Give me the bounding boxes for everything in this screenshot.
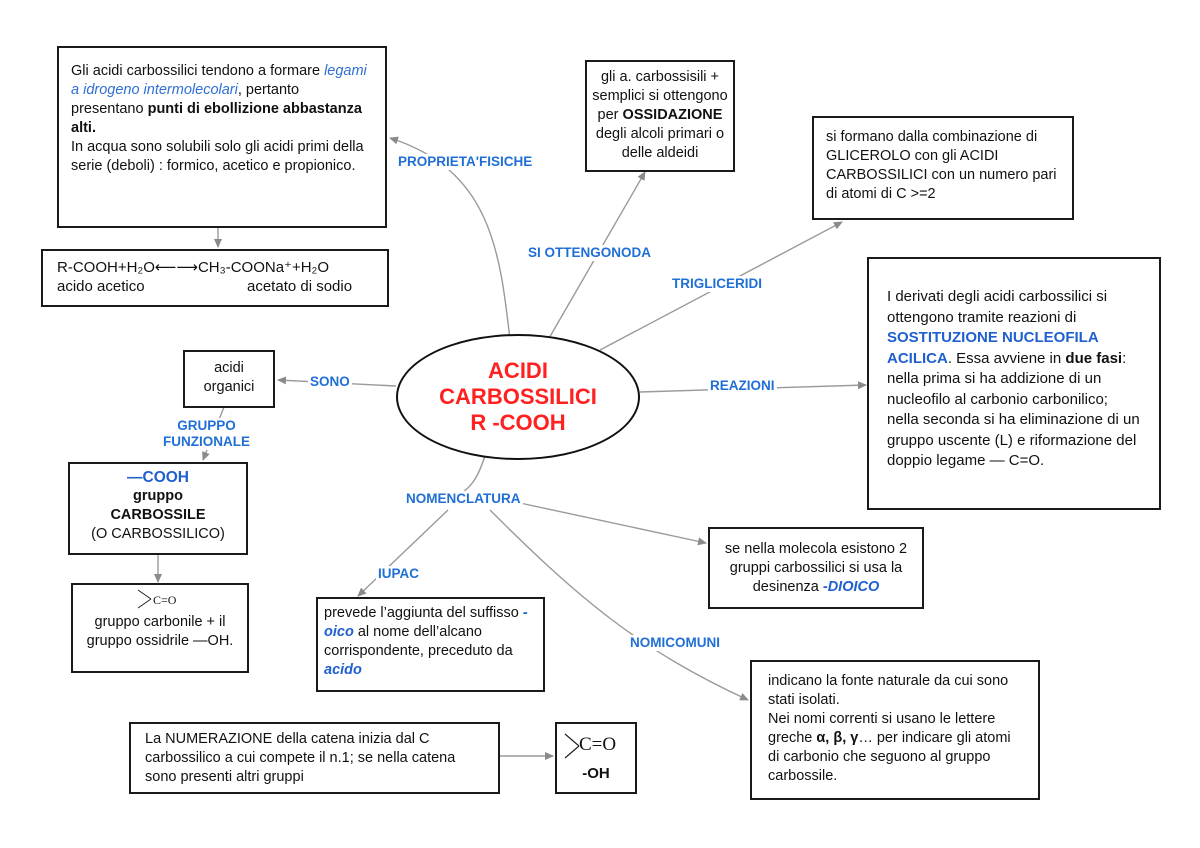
hydroxyl-label: -OH bbox=[582, 765, 610, 782]
label-reazioni: REAZIONI bbox=[708, 378, 777, 394]
acidi-organici-box: acidi organici bbox=[183, 350, 275, 408]
label-gruppo-funzionale: GRUPPO FUNZIONALE bbox=[161, 418, 252, 450]
reaction-equation: R-COOH+H₂O⟵⟶CH₃-COONa⁺+H₂O bbox=[57, 258, 373, 277]
hub-line-2: CARBOSSILICI bbox=[439, 384, 597, 409]
acidi-organici-text: acidi organici bbox=[203, 360, 255, 395]
hub-line-3: R -COOH bbox=[470, 410, 566, 435]
link-comuni bbox=[489, 509, 749, 701]
label-nomi-comuni: NOMICOMUNI bbox=[628, 635, 722, 651]
label-proprieta: PROPRIETA'FISICHE bbox=[396, 154, 535, 170]
carbossile-text-name: CARBOSSILE bbox=[110, 507, 206, 523]
carbonyl-symbol: C=O bbox=[579, 734, 617, 755]
physical-text-boiling: punti di ebollizione abbastanza alti. bbox=[71, 101, 362, 136]
physical-text-comma: , bbox=[237, 82, 242, 98]
carbossile-box: —COOH gruppo CARBOSSILE (O CARBOSSILICO) bbox=[68, 462, 248, 555]
carbossile-text-gruppo: gruppo bbox=[133, 488, 183, 504]
carbonyl-small-symbol: C=O bbox=[153, 593, 177, 607]
reazioni-text-due-fasi: due fasi bbox=[1065, 349, 1123, 367]
reaction-names: acido acetico acetato di sodio bbox=[57, 277, 373, 296]
dioico-box: se nella molecola esistono 2 gruppi carb… bbox=[708, 527, 924, 609]
link-dioico bbox=[519, 502, 707, 546]
numerazione-box: La NUMERAZIONE della catena inizia dal C… bbox=[129, 722, 500, 794]
physical-text-1: Gli acidi carbossilici tendono a formare bbox=[71, 63, 321, 79]
nomi-comuni-box: indicano la fonte naturale da cui sono s… bbox=[750, 660, 1040, 800]
label-nomenclatura: NOMENCLATURA bbox=[404, 491, 523, 507]
label-funzionale: FUNZIONALE bbox=[163, 434, 250, 449]
nomi-comuni-text-2: Nei nomi correnti si usano le lettere gr… bbox=[768, 711, 996, 746]
carbonile-text: gruppo carbonile + il gruppo ossidrile —… bbox=[86, 614, 234, 649]
hub-line-1: ACIDI bbox=[488, 358, 548, 383]
carbossile-text-alt: (O CARBOSSILICO) bbox=[91, 526, 225, 542]
link-iupac bbox=[357, 509, 449, 597]
dioico-text-suffix: -DIOICO bbox=[822, 579, 880, 595]
iupac-text-2: al nome dell’alcano corrispondente, prec… bbox=[324, 624, 513, 659]
reazioni-text-sostituzione: SOSTITUZIONE NUCLEOFILA ACILICA bbox=[887, 329, 1099, 367]
reaction-name-left: acido acetico bbox=[57, 278, 145, 295]
reaction-box: R-COOH+H₂O⟵⟶CH₃-COONa⁺+H₂O acido acetico… bbox=[41, 249, 389, 307]
nomi-comuni-text-3: … per indicare gli atomi di carbonio che… bbox=[768, 730, 1011, 784]
reazioni-text-3: : nella prima si ha addizione di un nucl… bbox=[887, 349, 1140, 470]
iupac-text-acido: acido bbox=[324, 662, 362, 678]
label-gruppo: GRUPPO bbox=[177, 418, 236, 433]
ossidazione-text-2: degli alcoli primari o delle aldeidi bbox=[595, 126, 725, 161]
dioico-text: se nella molecola esistono 2 gruppi carb… bbox=[724, 541, 908, 595]
label-iupac: IUPAC bbox=[376, 566, 422, 582]
physical-text-solubility: In acqua sono solubili solo gli acidi pr… bbox=[71, 139, 364, 174]
carbossile-formula: —COOH bbox=[127, 469, 189, 486]
label-sono: SONO bbox=[308, 374, 352, 390]
numerazione-text: La NUMERAZIONE della catena inizia dal C… bbox=[145, 731, 456, 785]
reaction-right: CH₃-COONa⁺+H₂O bbox=[197, 259, 330, 276]
central-node: ACIDI CARBOSSILICI R -COOH bbox=[396, 334, 640, 460]
nomi-comuni-text-1: indicano la fonte naturale da cui sono s… bbox=[768, 673, 1009, 708]
reazioni-text-1: I derivati degli acidi carbossilici si o… bbox=[887, 288, 1108, 326]
trigliceridi-box: si formano dalla combinazione di GLICERO… bbox=[812, 116, 1074, 220]
carbonyl-bonds bbox=[564, 733, 580, 759]
label-si-ottengono: SI OTTENGONODA bbox=[526, 245, 654, 261]
link-proprieta bbox=[389, 136, 511, 341]
nomi-comuni-line-2: Nei nomi correnti si usano le lettere gr… bbox=[768, 710, 1022, 786]
label-trigliceridi: TRIGLICERIDI bbox=[670, 276, 764, 292]
iupac-box: prevede l’aggiunta del suffisso -oico al… bbox=[316, 597, 545, 692]
trigliceridi-text: si formano dalla combinazione di GLICERO… bbox=[826, 129, 1057, 202]
ossidazione-text-1: gli a. carbossisili + semplici si otteng… bbox=[592, 69, 728, 123]
nomi-comuni-greek: α, β, γ bbox=[816, 730, 859, 746]
reaction-name-right: acetato di sodio bbox=[247, 278, 353, 295]
ossidazione-box: gli a. carbossisili + semplici si otteng… bbox=[585, 60, 735, 172]
carbonyl-structure: C=O bbox=[561, 728, 631, 764]
physical-properties-box: Gli acidi carbossilici tendono a formare… bbox=[57, 46, 387, 228]
physical-text-hbond: legami a idrogeno intermolecolari bbox=[71, 63, 367, 98]
reaction-left: R-COOH+H₂O bbox=[57, 259, 155, 276]
cooh-structure-box: C=O -OH bbox=[555, 722, 637, 794]
reazioni-text-2: . Essa avviene in bbox=[947, 349, 1062, 367]
iupac-text-oico: -oico bbox=[324, 605, 528, 640]
carbonile-box: C=O gruppo carbonile + il gruppo ossidri… bbox=[71, 583, 249, 673]
carbonyl-small-bonds bbox=[137, 589, 152, 609]
physical-text-2: pertanto presentano bbox=[71, 82, 300, 117]
reaction-arrow: ⟵⟶ bbox=[154, 259, 198, 276]
ossidazione-text-bold: OSSIDAZIONE bbox=[622, 107, 723, 123]
iupac-text-1: prevede l’aggiunta del suffisso bbox=[324, 605, 519, 621]
carbonyl-small-structure: C=O bbox=[77, 587, 243, 613]
reazioni-box: I derivati degli acidi carbossilici si o… bbox=[867, 257, 1161, 510]
